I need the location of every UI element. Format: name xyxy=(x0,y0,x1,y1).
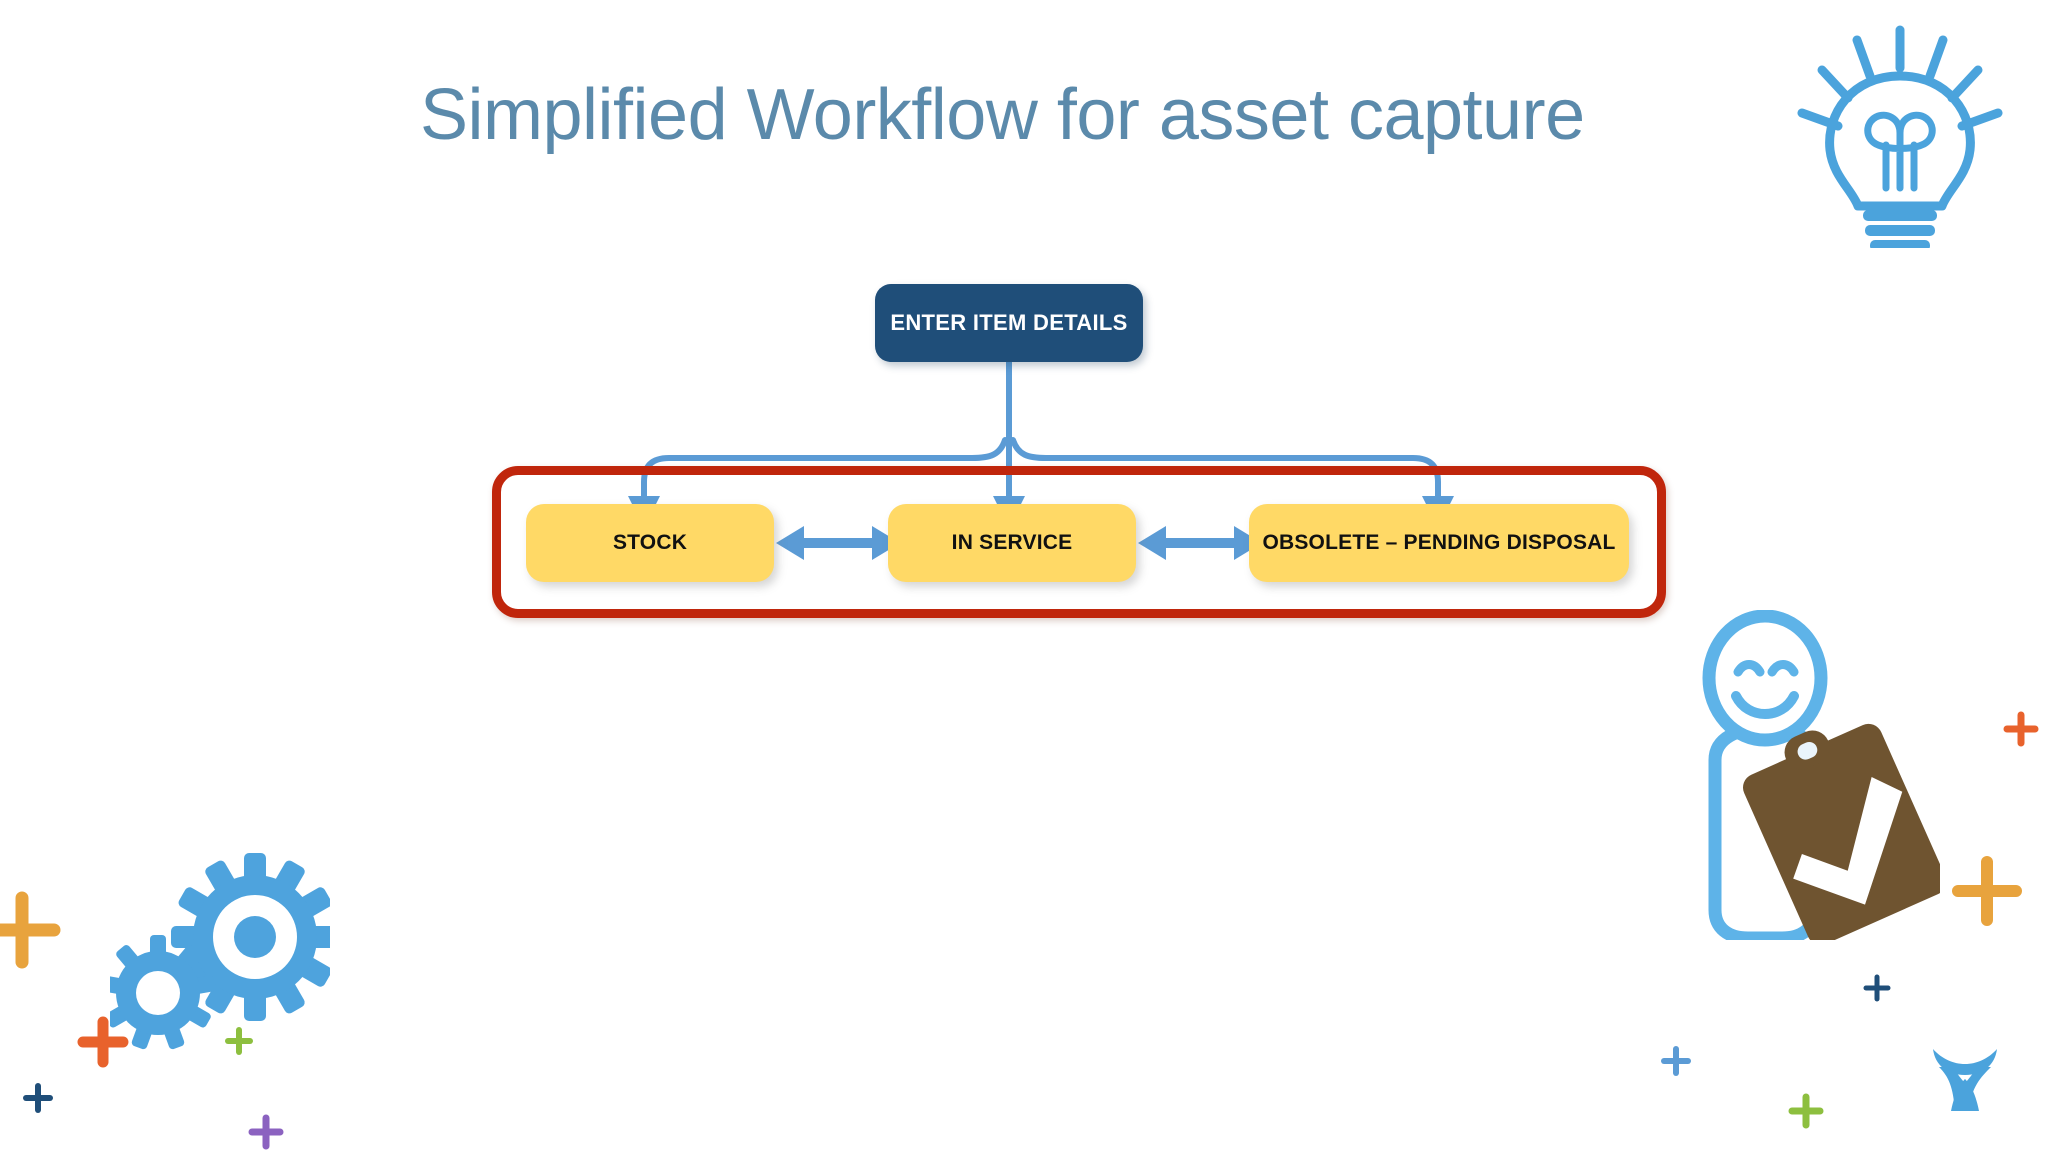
plus-mark-gold-right xyxy=(1952,856,2022,926)
flow-node-enter-item-details[interactable]: ENTER ITEM DETAILS xyxy=(875,284,1143,362)
plus-mark-navy-small xyxy=(23,1083,53,1113)
group-outline xyxy=(492,466,1666,618)
flow-node-label: IN SERVICE xyxy=(951,531,1073,554)
plus-mark-green-right xyxy=(1788,1093,1824,1129)
plus-mark-purple-small xyxy=(248,1114,284,1150)
gears-icon xyxy=(110,853,330,1050)
person-with-clipboard-icon xyxy=(1702,610,1940,940)
plus-mark-blue-small xyxy=(1661,1046,1691,1076)
plus-mark-green-small xyxy=(225,1027,253,1055)
page-title: Simplified Workflow for asset capture xyxy=(420,75,1585,155)
lightbulb-icon xyxy=(1797,25,2003,248)
flow-node-in-service[interactable]: IN SERVICE xyxy=(888,504,1136,582)
flow-node-label: STOCK xyxy=(612,531,688,554)
plus-mark-orange-medium xyxy=(77,1016,129,1068)
flow-node-label: OBSOLETE – PENDING DISPOSAL xyxy=(1262,531,1616,554)
flow-node-obsolete-pending-disposal[interactable]: OBSOLETE – PENDING DISPOSAL xyxy=(1249,504,1629,582)
plus-mark-navy-right xyxy=(1863,974,1891,1002)
flow-node-label: ENTER ITEM DETAILS xyxy=(890,310,1128,335)
flow-node-stock[interactable]: STOCK xyxy=(526,504,774,582)
plus-mark-orange-small xyxy=(2003,711,2039,747)
brand-logo-icon xyxy=(1933,1049,1997,1111)
plus-mark-gold-large xyxy=(0,891,61,969)
